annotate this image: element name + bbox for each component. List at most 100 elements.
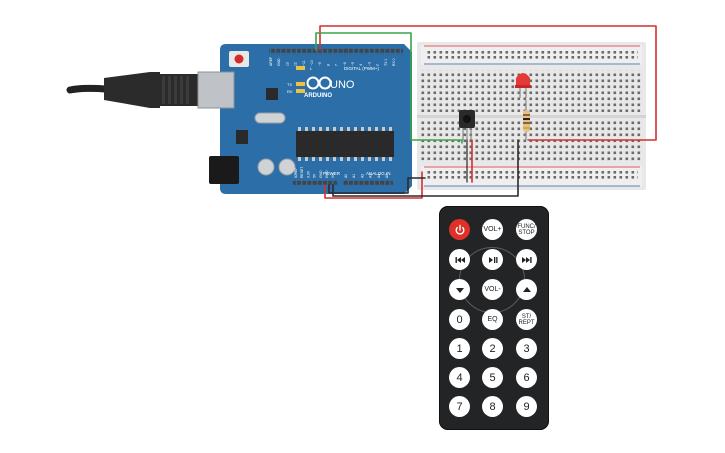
pin-label: 8 (326, 64, 330, 66)
pin-label: 13 (285, 62, 289, 66)
pin-label: A2 (360, 174, 364, 178)
pin-label: A1 (352, 174, 356, 178)
pin-label: 7 (335, 64, 339, 66)
digit-5-label: 5 (489, 371, 496, 384)
digit-0-label: 0 (456, 313, 463, 326)
pin-label: 12 (294, 62, 298, 66)
digit-4-label: 4 (456, 371, 463, 384)
pin-label: ~6 (343, 62, 347, 66)
eq-button[interactable]: EQ (482, 309, 503, 330)
analog-label: ANALOG IN (366, 171, 391, 176)
digital-header-left[interactable] (269, 48, 351, 55)
play-pause-icon (488, 256, 497, 263)
wire-red-top (319, 25, 657, 141)
crystal (254, 112, 286, 124)
digit-8-label: 8 (489, 400, 496, 413)
capacitor-1 (257, 158, 275, 176)
st-rept-label: ST/ REPT (518, 313, 535, 326)
digit-6-label: 6 (523, 371, 530, 384)
voltage-regulator (236, 130, 248, 144)
wires[interactable] (315, 25, 657, 199)
fast-forward-icon (521, 256, 532, 263)
analog-pin-labels: A0 A1 A2 A3 A4 A5 (344, 174, 389, 178)
pin-label: ~3 (367, 62, 371, 66)
rewind-button[interactable] (449, 249, 470, 270)
down-icon (455, 287, 464, 293)
vol-up-button[interactable]: VOL+ (482, 219, 503, 240)
power-button[interactable] (449, 219, 470, 240)
pin-label: A5 (385, 174, 389, 178)
digit-0-button[interactable]: 0 (449, 309, 470, 330)
ir-remote[interactable]: VOL+ FUNC/ STOP VOL- 0 EQ ST/ REPT 1 2 3… (439, 206, 549, 430)
power-jack (209, 156, 239, 184)
pin-label: AREF (269, 57, 273, 66)
pin-label: Vin (331, 173, 335, 178)
pin-label: ~9 (318, 62, 322, 66)
digit-7-label: 7 (456, 400, 463, 413)
digit-6-button[interactable]: 6 (516, 367, 537, 388)
up-icon (522, 286, 531, 292)
func-stop-button[interactable]: FUNC/ STOP (516, 219, 537, 240)
pin-label: 2 (376, 64, 380, 66)
play-pause-button[interactable] (482, 249, 503, 270)
pin-label: A3 (369, 174, 373, 178)
arduino-logo-icon (306, 76, 332, 90)
red-led[interactable] (515, 73, 531, 98)
digit-7-button[interactable]: 7 (449, 396, 470, 417)
digit-5-button[interactable]: 5 (482, 367, 503, 388)
digit-3-button[interactable]: 3 (516, 338, 537, 359)
pin-label: 4 (359, 64, 363, 66)
digit-1-button[interactable]: 1 (449, 338, 470, 359)
pin-label: IOREF (294, 168, 298, 178)
wire-black-gnd-b (332, 139, 519, 197)
vol-up-label: VOL+ (483, 225, 502, 233)
led-label-l: L (310, 66, 313, 71)
arduino-uno-board[interactable]: L TX RX UNO ARDUINO DIGITAL (PWM~) POWER… (197, 44, 412, 194)
pin-label: GND (325, 170, 329, 178)
vol-down-button[interactable]: VOL- (482, 279, 503, 300)
eq-label: EQ (487, 315, 498, 323)
fast-forward-button[interactable] (516, 249, 537, 270)
pin-label: ~5 (351, 62, 355, 66)
pin-label: A4 (377, 174, 381, 178)
ir-receiver[interactable] (459, 110, 475, 140)
usb-chip (266, 88, 278, 100)
digit-8-button[interactable]: 8 (482, 396, 503, 417)
down-button[interactable] (449, 279, 470, 300)
func-stop-label: FUNC/ STOP (517, 223, 536, 236)
up-button[interactable] (516, 279, 537, 300)
pin-label: RX 0 (392, 58, 396, 66)
breadboard[interactable] (417, 42, 646, 190)
digital-label: DIGITAL (PWM~) (344, 66, 379, 71)
digit-3-label: 3 (523, 342, 530, 355)
resistor[interactable] (523, 100, 530, 140)
pin-label: RESET (300, 167, 304, 178)
pin-label: A0 (344, 174, 348, 178)
pin-label: GND (277, 58, 281, 66)
digit-2-button[interactable]: 2 (482, 338, 503, 359)
analog-header[interactable] (343, 179, 393, 186)
digit-9-button[interactable]: 9 (516, 396, 537, 417)
digit-9-label: 9 (523, 400, 530, 413)
st-rept-button[interactable]: ST/ REPT (516, 309, 537, 330)
atmega-chip (296, 131, 394, 157)
capacitor-2 (278, 158, 296, 176)
model-label: UNO (330, 79, 355, 91)
wire-green (315, 32, 463, 144)
pin-label: ~11 (302, 60, 306, 66)
pin-label: ~10 (310, 60, 314, 66)
logo-label: ARDUINO (304, 93, 332, 99)
digit-2-label: 2 (489, 342, 496, 355)
digital-header-right[interactable] (341, 48, 403, 55)
led-label-rx: RX (287, 89, 293, 94)
pin-label: 5V (313, 173, 317, 178)
power-header[interactable] (293, 179, 337, 186)
wire-black-gnd-a (328, 177, 426, 194)
power-icon (455, 224, 464, 235)
pin-label: GND (319, 170, 323, 178)
digit-4-button[interactable]: 4 (449, 367, 470, 388)
power-label: POWER (323, 171, 341, 176)
